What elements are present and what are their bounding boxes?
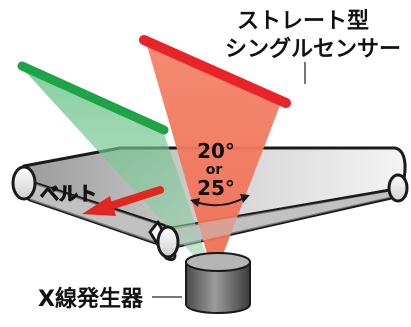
- angle-arc-left-head: [190, 198, 200, 207]
- angle-arc: [195, 197, 245, 207]
- angle-label-or: or: [206, 162, 223, 178]
- xray-label: X線発生器: [38, 286, 144, 312]
- red-beam: [146, 42, 282, 278]
- left-roller-end: [11, 165, 37, 201]
- angle-label-b: 25°: [197, 176, 235, 200]
- angle-arc-right-head: [240, 194, 250, 203]
- green-sensor-bar: [17, 61, 169, 135]
- red-sensor-bar: [139, 35, 291, 108]
- angle-label-a: 20°: [197, 139, 235, 163]
- xray-generator: [185, 252, 251, 314]
- front-roller-end: [156, 225, 180, 259]
- belt-direction-arrow-icon: [82, 186, 164, 216]
- sensor-label-line1: ストレート型: [237, 9, 369, 34]
- sensor-label-line2: シングルセンサー: [225, 36, 401, 62]
- right-roller-end: [387, 173, 409, 203]
- belt-label: ベルト: [40, 183, 97, 205]
